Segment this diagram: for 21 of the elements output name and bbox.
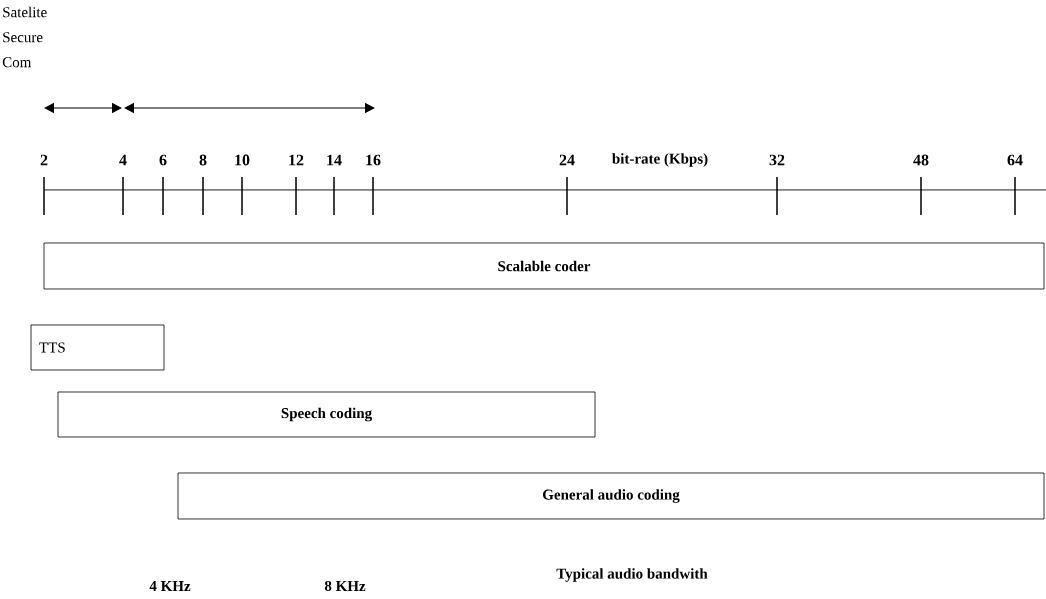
- range-box: Speech coding: [57, 391, 596, 438]
- tick-label: 14: [327, 154, 342, 166]
- tick-label: 2: [40, 154, 48, 166]
- tick-label: 48: [913, 154, 929, 166]
- range-box: Scalable coder: [43, 242, 1045, 290]
- range-box: TTS: [30, 324, 165, 371]
- tick-label: 4: [119, 154, 127, 166]
- tick-label: 6: [159, 154, 167, 166]
- tick-label: 24: [559, 154, 575, 166]
- bandwidth-label: Typical audio bandwith: [556, 568, 708, 582]
- tick-label: 16: [366, 154, 381, 166]
- axis-label: bit-rate (Kbps): [612, 153, 708, 167]
- tick-label: 12: [289, 154, 304, 166]
- band-label: Satelite Secure Com: [2, 6, 47, 68]
- tick-label: 10: [235, 154, 250, 166]
- range-box: General audio coding: [177, 472, 1045, 520]
- tick-label: 32: [769, 154, 785, 166]
- tick-label: 8: [199, 154, 207, 166]
- tick-label: 64: [1007, 154, 1023, 166]
- bandwidth-label: 4 KHz: [149, 581, 191, 591]
- bandwidth-label: 8 KHz: [324, 580, 366, 592]
